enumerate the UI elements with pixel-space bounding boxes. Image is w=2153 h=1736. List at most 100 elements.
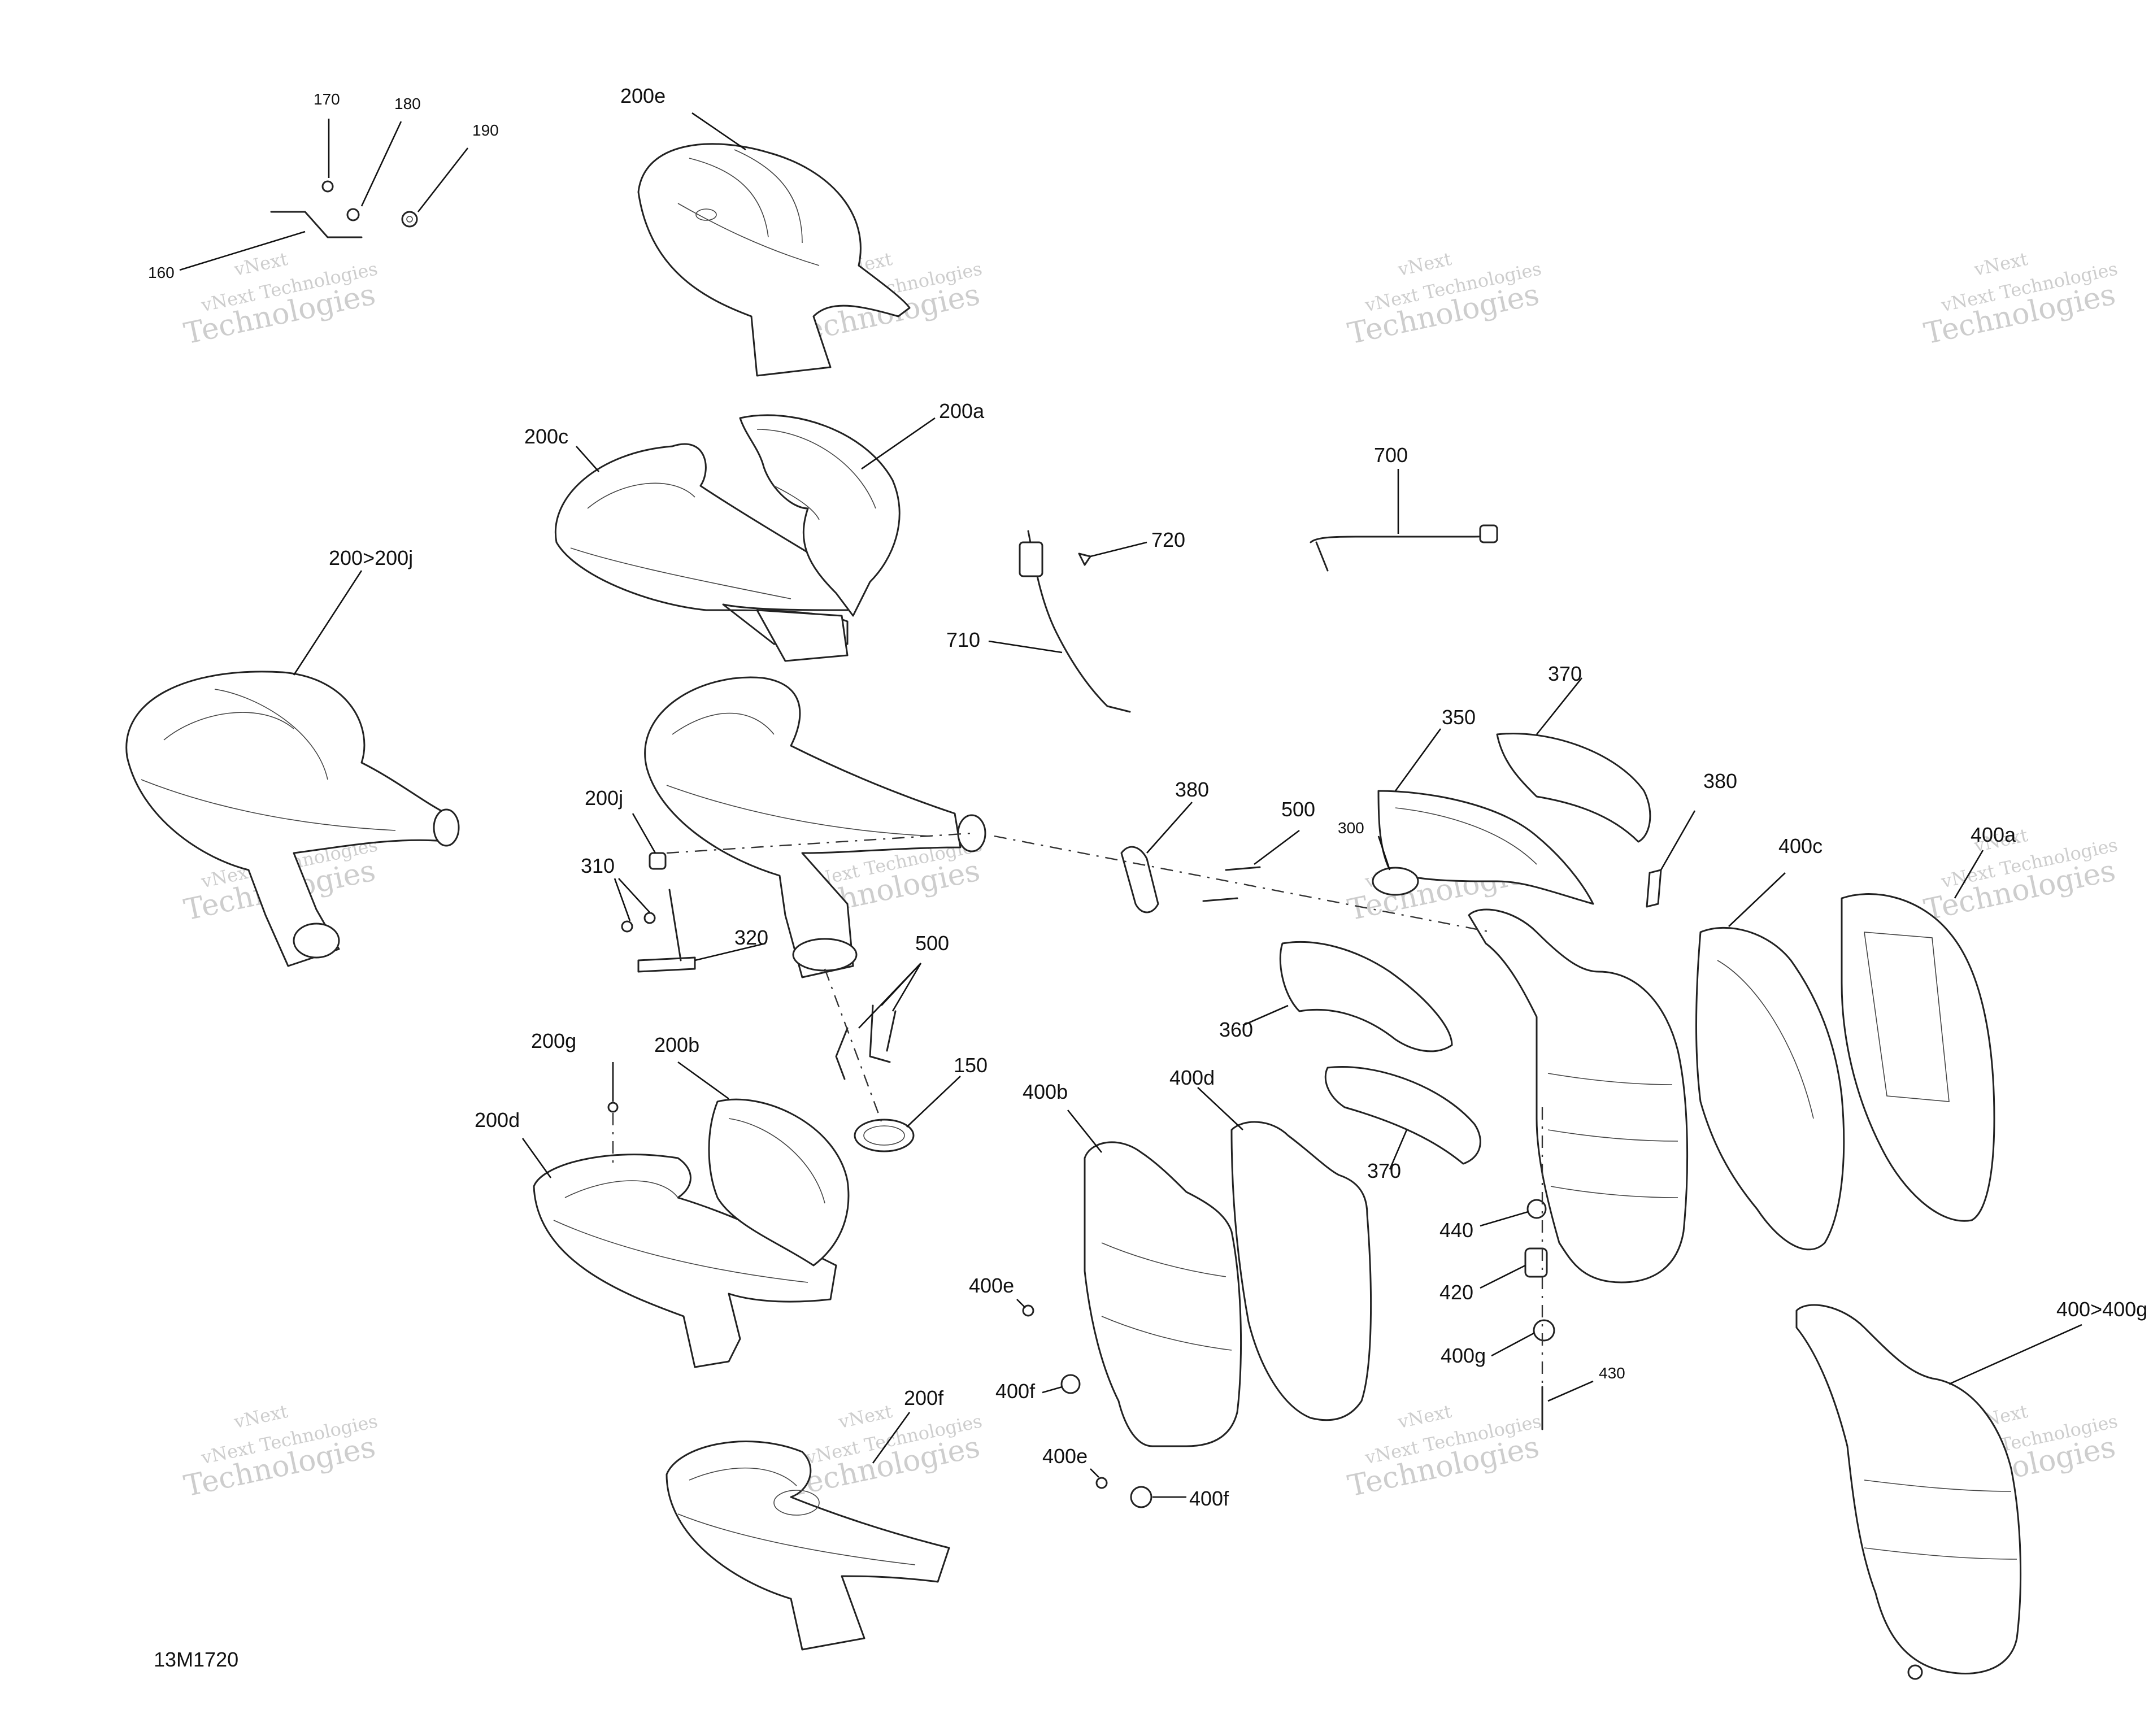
assembly-axes bbox=[666, 832, 1543, 1390]
callout-200-range: 200>200j bbox=[329, 546, 413, 569]
washer-hole bbox=[406, 216, 413, 223]
muffler-cover-400a bbox=[1841, 893, 1995, 1222]
pipe-contour bbox=[672, 712, 775, 735]
pipe-half-200f bbox=[666, 1412, 950, 1651]
leader-720 bbox=[1090, 541, 1147, 558]
leader-400-range bbox=[1948, 1324, 2082, 1385]
muffler-core bbox=[1468, 810, 1696, 1283]
leader-420 bbox=[1480, 1264, 1526, 1289]
assembly-mount bbox=[1907, 1664, 1923, 1680]
gasket-160 bbox=[270, 211, 363, 238]
shield-contour bbox=[1395, 807, 1537, 865]
leader-370b bbox=[1389, 1129, 1408, 1170]
muffler-contour bbox=[1550, 1186, 1678, 1198]
watermark-line1: vNext bbox=[1972, 248, 2030, 280]
callout-430: 430 bbox=[1599, 1364, 1625, 1382]
callout-200e: 200e bbox=[620, 84, 666, 107]
leader-200a bbox=[861, 417, 936, 470]
clamp-380 bbox=[1646, 869, 1662, 908]
leader-320 bbox=[694, 942, 766, 961]
callout-190: 190 bbox=[472, 121, 499, 139]
leader-370a bbox=[1536, 677, 1583, 735]
cover-panel bbox=[1864, 932, 1950, 1102]
clip-720 bbox=[1078, 552, 1091, 566]
assembly-outlet bbox=[293, 923, 340, 959]
watermark: vNext vNext Technologies Technologies bbox=[181, 1400, 380, 1504]
grommet-200j bbox=[649, 852, 667, 870]
leader-380a bbox=[1146, 802, 1193, 854]
pipe-contour bbox=[564, 1180, 678, 1198]
callout-180: 180 bbox=[394, 95, 421, 112]
leader-200f bbox=[872, 1412, 911, 1464]
callout-200f: 200f bbox=[904, 1386, 944, 1409]
leader-500b bbox=[881, 963, 921, 1006]
cover-contour bbox=[1101, 1316, 1232, 1351]
pipe-contour bbox=[677, 1513, 916, 1565]
pipe-halves-200d-200b bbox=[521, 1061, 850, 1368]
muffler-cover-400c bbox=[1695, 926, 1845, 1251]
leader-150 bbox=[906, 1076, 961, 1128]
muffler-contour bbox=[1547, 1129, 1678, 1142]
screw-310 bbox=[643, 912, 656, 924]
spring-500 bbox=[886, 1010, 897, 1052]
callout-710: 710 bbox=[946, 628, 980, 651]
leader-400b bbox=[1067, 1110, 1103, 1153]
cover-contour bbox=[1717, 960, 1814, 1119]
callout-400e1: 400e bbox=[969, 1274, 1014, 1297]
pipe-contour bbox=[666, 785, 933, 837]
assembly-contour bbox=[1864, 1547, 2017, 1560]
callout-labels: 170 180 190 160 200e 200a 200c 200>200j … bbox=[148, 84, 2147, 1671]
callout-300: 300 bbox=[1338, 819, 1364, 837]
callout-310: 310 bbox=[581, 854, 615, 877]
watermark: vNext vNext Technologies Technologies bbox=[1921, 248, 2120, 351]
leader-400c bbox=[1728, 872, 1786, 927]
pipe-body bbox=[637, 143, 911, 377]
grommet-400g bbox=[1533, 1319, 1555, 1342]
callout-380b: 380 bbox=[1703, 769, 1737, 793]
callout-400b: 400b bbox=[1023, 1080, 1068, 1103]
leader-310 bbox=[618, 878, 650, 913]
sensor-probe-700 bbox=[1315, 541, 1329, 572]
pipe-half-200b bbox=[708, 1098, 850, 1267]
assembly-contour bbox=[141, 779, 396, 831]
pipe-contour bbox=[756, 429, 876, 509]
callout-200c: 200c bbox=[524, 425, 568, 448]
callout-400d: 400d bbox=[1169, 1066, 1215, 1089]
hardware-160-190 bbox=[179, 119, 469, 271]
callout-420: 420 bbox=[1439, 1281, 1473, 1304]
pipe-half-200a bbox=[739, 414, 936, 617]
grommet-400f bbox=[1060, 1374, 1081, 1394]
callout-320: 320 bbox=[734, 926, 768, 949]
callout-200g: 200g bbox=[531, 1029, 576, 1052]
leader-200e bbox=[691, 112, 746, 151]
leader-440 bbox=[1480, 1211, 1529, 1227]
leader-400e2 bbox=[1090, 1468, 1099, 1478]
seal-150-inner bbox=[863, 1125, 905, 1146]
watermark: vNext vNext Technologies Technologies bbox=[1921, 824, 2120, 928]
muffler-assembly-body bbox=[1795, 1304, 2022, 1674]
muffler-assembly-400 bbox=[1795, 1304, 2082, 1680]
callout-170: 170 bbox=[314, 90, 340, 108]
pipe-contour bbox=[689, 158, 769, 238]
assembly-flange bbox=[433, 808, 460, 847]
watermark-line1: vNext bbox=[1395, 248, 1454, 280]
callout-160: 160 bbox=[148, 264, 175, 281]
leader-200b bbox=[677, 1061, 729, 1100]
callout-200j: 200j bbox=[585, 786, 623, 810]
pipe-outlet bbox=[792, 938, 858, 972]
pipe-body bbox=[644, 676, 962, 978]
muffler-contour bbox=[1547, 1073, 1673, 1085]
muffler-covers-right bbox=[1695, 850, 1995, 1251]
heat-shield-370b bbox=[1324, 1065, 1481, 1165]
tuned-pipe-assembly-200 bbox=[125, 570, 460, 967]
leader-310 bbox=[614, 878, 631, 921]
pipe-contour bbox=[728, 1118, 825, 1204]
callout-370a: 370 bbox=[1548, 662, 1582, 685]
watermark-line1: vNext bbox=[836, 1400, 894, 1433]
callout-400g: 400g bbox=[1441, 1344, 1486, 1367]
assembly-contour bbox=[163, 712, 294, 741]
callout-200d: 200d bbox=[475, 1108, 520, 1132]
pipe-flange bbox=[957, 814, 986, 852]
muffler-body bbox=[1468, 908, 1689, 1283]
damper-420 bbox=[1524, 1247, 1548, 1278]
